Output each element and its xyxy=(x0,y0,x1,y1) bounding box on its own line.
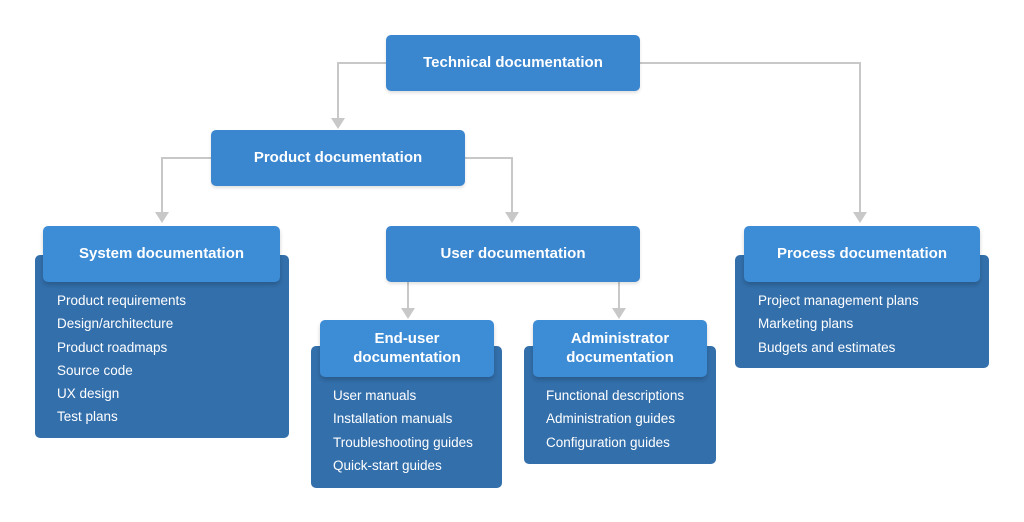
end-user-documentation-list: User manuals Installation manuals Troubl… xyxy=(333,384,473,477)
administrator-documentation-list: Functional descriptions Administration g… xyxy=(546,384,684,454)
list-item: Project management plans xyxy=(758,293,919,308)
product-documentation-label: Product documentation xyxy=(253,149,423,167)
list-item: Configuration guides xyxy=(546,434,670,450)
list-item: Product requirements xyxy=(57,293,187,308)
system-documentation-title: System documentation xyxy=(78,244,245,262)
connector-user-to-end-user xyxy=(401,282,415,319)
list-item: Test plans xyxy=(57,409,118,425)
system-documentation-header: System documentation xyxy=(43,226,280,282)
list-item: Quick-start guides xyxy=(333,457,442,473)
end-user-documentation-title-line-1: End-user xyxy=(374,329,440,347)
list-item: UX design xyxy=(57,386,120,402)
list-item: Design/architecture xyxy=(57,316,174,332)
process-documentation-header: Process documentation xyxy=(744,226,980,282)
connector-product-to-system xyxy=(155,157,211,223)
connector-root-to-process xyxy=(639,62,867,223)
list-item: Troubleshooting guides xyxy=(333,434,473,450)
end-user-documentation-header: End-user documentation xyxy=(320,320,494,377)
user-documentation-node: User documentation xyxy=(386,226,640,282)
system-documentation-list: Product requirements Design/architecture… xyxy=(57,289,186,429)
end-user-documentation-title-line-2: documentation xyxy=(353,348,461,366)
administrator-documentation-title-line-2: documentation xyxy=(566,348,674,366)
system-documentation-panel xyxy=(35,255,289,438)
list-item: Budgets and estimates xyxy=(758,339,896,355)
product-documentation-node: Product documentation xyxy=(211,130,465,186)
administrator-documentation-title-line-1: Administrator xyxy=(570,329,670,347)
list-item: User manuals xyxy=(333,388,417,403)
list-item: Functional descriptions xyxy=(546,388,685,403)
process-documentation-title: Process documentation xyxy=(776,244,948,262)
connector-root-to-product xyxy=(331,62,386,129)
list-item: Product roadmaps xyxy=(57,339,168,355)
list-item: Marketing plans xyxy=(758,316,854,332)
list-item: Source code xyxy=(57,362,133,378)
connector-user-to-administrator xyxy=(612,282,626,319)
connector-product-to-user xyxy=(464,157,519,223)
list-item: Administration guides xyxy=(546,411,676,427)
user-documentation-label: User documentation xyxy=(440,245,586,263)
technical-documentation-node: Technical documentation xyxy=(386,35,640,91)
administrator-documentation-header: Administrator documentation xyxy=(533,320,707,377)
technical-documentation-label: Technical documentation xyxy=(423,54,603,72)
process-documentation-list: Project management plans Marketing plans… xyxy=(758,289,919,359)
list-item: Installation manuals xyxy=(333,411,453,427)
